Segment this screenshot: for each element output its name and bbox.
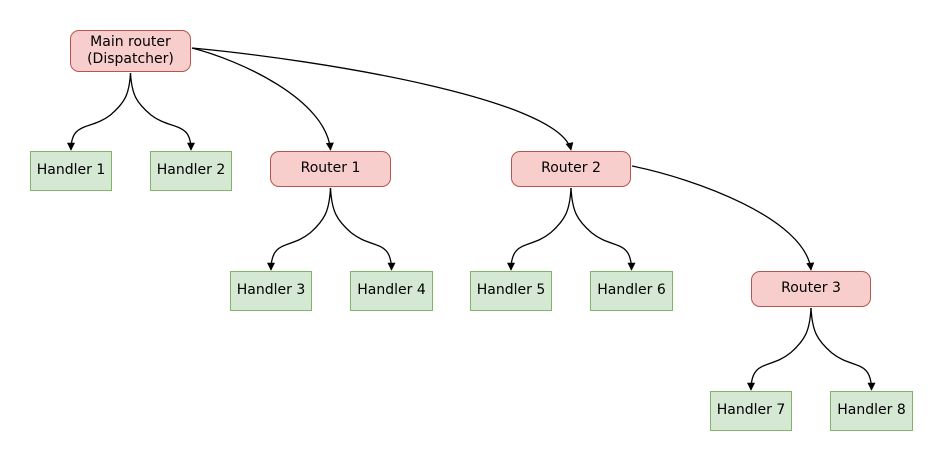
- node-handler8: Handler 8: [830, 391, 913, 431]
- node-router3: Router 3: [751, 271, 871, 307]
- node-handler5: Handler 5: [470, 271, 552, 311]
- node-handler4: Handler 4: [350, 271, 433, 311]
- node-handler2: Handler 2: [150, 151, 232, 191]
- node-handler3: Handler 3: [230, 271, 312, 311]
- node-handler1: Handler 1: [30, 151, 112, 191]
- edge-main-handler1: [67, 72, 132, 151]
- edge-router1-handler3: [267, 187, 332, 271]
- edges-group: [67, 47, 876, 391]
- node-router2: Router 2: [511, 151, 631, 187]
- edge-main-router1: [191, 47, 334, 151]
- node-handler6: Handler 6: [590, 271, 673, 311]
- edge-router3-handler8: [810, 307, 876, 391]
- edge-router3-handler7: [747, 307, 812, 391]
- edge-router1-handler4: [329, 187, 396, 271]
- node-main: Main router (Dispatcher): [70, 30, 191, 72]
- node-handler7: Handler 7: [710, 391, 792, 431]
- node-router1: Router 1: [270, 151, 391, 187]
- edge-router2-handler6: [570, 187, 636, 271]
- edge-main-router2: [191, 47, 574, 151]
- edge-router2-handler5: [507, 187, 572, 271]
- edge-router2-router3: [631, 165, 815, 271]
- edge-main-handler2: [129, 72, 195, 151]
